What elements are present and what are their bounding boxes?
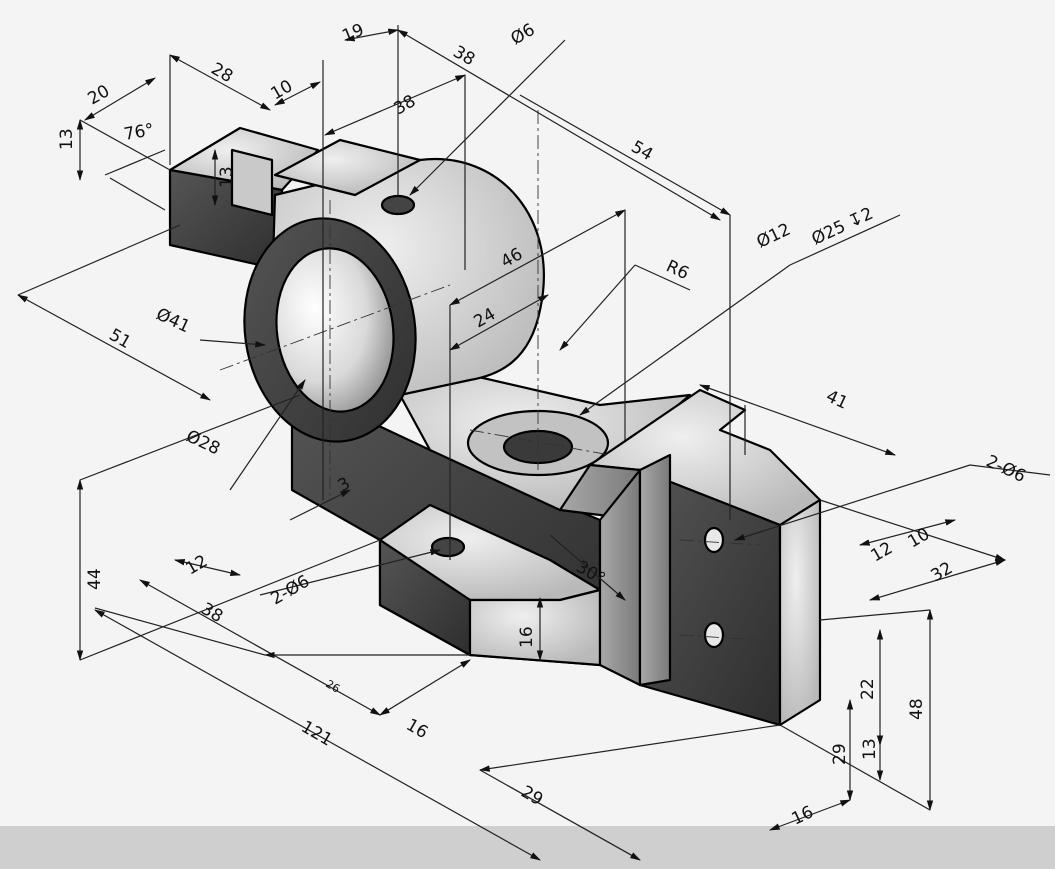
part-body [168,126,822,727]
dim-12-diameter: Ø12 [754,220,794,253]
dim-29-bottom: 29 [518,782,547,810]
dim-51: 51 [106,325,135,353]
dim-19: 19 [339,20,367,47]
dim-25-counterbore: Ø25 ↧2 [809,204,877,250]
dim-41-diameter: Ø41 [153,304,193,337]
dim-6-diameter: Ø6 [508,20,539,49]
dim-10-top: 10 [268,76,297,104]
dim-2x6-right: 2-Ø6 [983,451,1029,487]
dim-13-right: 13 [860,738,880,760]
dim-28: 28 [208,59,237,87]
dim-28-diameter: Ø28 [183,426,223,459]
dim-16-bottom: 16 [403,715,432,743]
right-block-side-face [778,498,822,727]
base-hole [430,536,466,558]
dim-12-left: 12 [183,551,212,579]
dim-44: 44 [85,568,105,590]
top-hole [380,194,416,216]
dim-29-vertical: 29 [830,743,850,765]
bottom-bar [0,826,1055,869]
dim-16-corner: 16 [789,802,817,829]
dim-41: 41 [823,386,851,413]
right-hole-upper [703,526,725,554]
dim-2x6-left: 2-Ø6 [268,571,314,609]
dimension-lines [17,25,1051,861]
dim-22: 22 [858,678,878,700]
dim-13-left: 13 [57,128,77,150]
dim-16-height: 16 [517,626,537,648]
dim-38-inner: 38 [391,91,420,119]
right-hole-lower [703,621,725,649]
right-block-inner-face [638,453,672,687]
dim-26: 26 [324,677,343,695]
left-lug-slot [230,148,274,217]
dim-76-angle: 76° [122,120,155,145]
dim-48: 48 [907,698,927,720]
dim-38-top: 38 [450,42,479,70]
dim-13-inner: 13 [217,166,237,188]
dim-121: 121 [298,717,336,751]
dim-54: 54 [628,137,657,165]
